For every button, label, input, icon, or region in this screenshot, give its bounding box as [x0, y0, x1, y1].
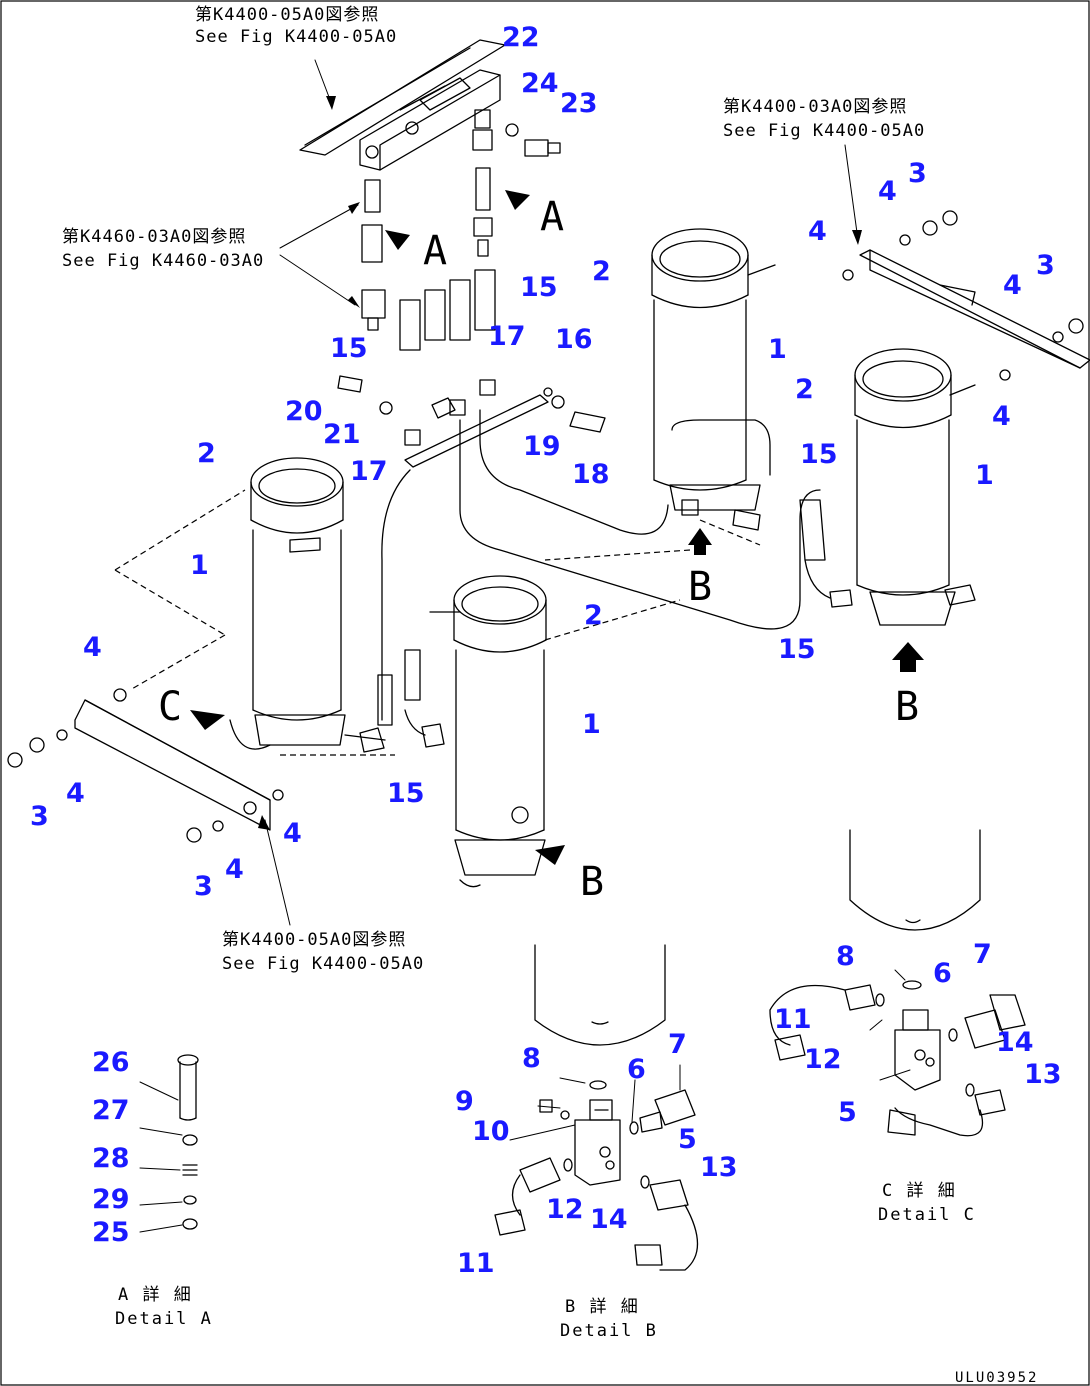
callout-26: 26 — [92, 1047, 130, 1078]
callout-8-c: 8 — [836, 941, 855, 972]
callout-3-r2: 3 — [1036, 250, 1055, 281]
callout-29: 29 — [92, 1184, 130, 1215]
bracket-right — [842, 144, 1090, 381]
callout-4-l4: 4 — [225, 854, 244, 885]
callout-1-centre: 1 — [582, 709, 601, 740]
callout-2-centre: 2 — [584, 600, 603, 631]
callout-17-a: 17 — [488, 321, 526, 352]
callout-3-l1: 3 — [30, 801, 49, 832]
ref-left-en: See Fig K4460-03A0 — [62, 251, 264, 271]
callout-12-c: 12 — [804, 1044, 842, 1075]
detail-c-jp: C 詳 細 — [882, 1181, 957, 1201]
ref-right-en: See Fig K4400-05A0 — [723, 121, 925, 141]
callout-17-b: 17 — [350, 456, 388, 487]
callout-6-b: 6 — [627, 1054, 646, 1085]
detail-b-parts — [494, 944, 698, 1271]
callout-4-l2: 4 — [66, 778, 85, 809]
callout-3-r1: 3 — [908, 158, 927, 189]
callout-14-c: 14 — [996, 1027, 1034, 1058]
callout-4-r1: 4 — [808, 216, 827, 247]
view-letter-c: C — [158, 684, 182, 730]
callout-24: 24 — [521, 68, 559, 99]
top-bracket — [299, 39, 561, 257]
tank-left — [190, 457, 386, 750]
detail-a-parts — [139, 1054, 199, 1233]
callout-11-c: 11 — [774, 1004, 812, 1035]
callout-18: 18 — [572, 459, 610, 490]
callout-15-d: 15 — [778, 634, 816, 665]
detail-a-jp: A 詳 細 — [118, 1285, 193, 1305]
callout-4-r4: 4 — [992, 401, 1011, 432]
detail-b-jp: B 詳 細 — [565, 1297, 640, 1317]
callout-10: 10 — [472, 1116, 510, 1147]
tank-right — [829, 348, 976, 626]
callout-23: 23 — [560, 88, 598, 119]
callout-2-left: 2 — [197, 438, 216, 469]
callout-15-e: 15 — [387, 778, 425, 809]
callout-19: 19 — [523, 431, 561, 462]
left-fittings — [279, 179, 530, 331]
callout-4-r3: 4 — [1003, 270, 1022, 301]
callout-6-c: 6 — [933, 958, 952, 989]
manifold-group — [337, 269, 606, 468]
detail-c-parts — [769, 829, 1026, 1137]
callout-15-c: 15 — [800, 439, 838, 470]
callout-5-c: 5 — [838, 1097, 857, 1128]
tank-centre — [429, 575, 565, 888]
ref-top-en: See Fig K4400-05A0 — [195, 27, 397, 47]
callout-9: 9 — [455, 1086, 474, 1117]
ref-bottom-en: See Fig K4400-05A0 — [222, 954, 424, 974]
callout-1-left: 1 — [190, 550, 209, 581]
callout-15-b: 15 — [330, 333, 368, 364]
view-letter-b1: B — [688, 564, 712, 610]
view-arrow-b2 — [892, 642, 924, 672]
callout-7-c: 7 — [973, 939, 992, 970]
view-letter-a1: A — [540, 194, 564, 240]
drawing-code: ULU03952 — [955, 1370, 1038, 1386]
callout-3-l2: 3 — [194, 871, 213, 902]
ref-left-jp: 第K4460-03A0図参照 — [62, 227, 246, 247]
callout-27: 27 — [92, 1095, 130, 1126]
callout-4-l1: 4 — [83, 632, 102, 663]
callout-15-a: 15 — [520, 272, 558, 303]
view-letter-b3: B — [580, 859, 604, 905]
detail-b-en: Detail B — [560, 1321, 658, 1341]
callout-14-b: 14 — [590, 1204, 628, 1235]
callout-11-b: 11 — [457, 1248, 495, 1279]
ref-right-jp: 第K4400-03A0図参照 — [723, 97, 907, 117]
detail-c-en: Detail C — [878, 1205, 976, 1225]
callout-8-b: 8 — [522, 1043, 541, 1074]
callout-28: 28 — [92, 1143, 130, 1174]
callout-2-right: 2 — [795, 374, 814, 405]
callout-13-b: 13 — [700, 1152, 738, 1183]
callout-13-c: 13 — [1024, 1059, 1062, 1090]
callout-7-b: 7 — [668, 1029, 687, 1060]
callout-5-b: 5 — [678, 1124, 697, 1155]
callout-12-b: 12 — [546, 1194, 584, 1225]
callout-2-back: 2 — [592, 256, 611, 287]
callout-16: 16 — [555, 324, 593, 355]
view-letter-b2: B — [895, 684, 919, 730]
bracket-left — [7, 688, 291, 926]
detail-a-en: Detail A — [115, 1309, 213, 1329]
tank-back — [651, 228, 776, 531]
callout-25: 25 — [92, 1217, 130, 1248]
callout-20: 20 — [285, 396, 323, 427]
callout-22: 22 — [502, 22, 540, 53]
callout-4-l3: 4 — [283, 818, 302, 849]
callout-1-back: 1 — [768, 334, 787, 365]
view-arrow-b1 — [688, 528, 712, 555]
hose-routing — [114, 409, 831, 756]
callout-21: 21 — [323, 419, 361, 450]
ref-top-jp: 第K4400-05A0図参照 — [195, 5, 379, 25]
callout-4-r2: 4 — [878, 176, 897, 207]
callout-1-right: 1 — [975, 460, 994, 491]
view-letter-a2: A — [423, 228, 447, 274]
ref-bottom-jp: 第K4400-05A0図参照 — [222, 930, 406, 950]
